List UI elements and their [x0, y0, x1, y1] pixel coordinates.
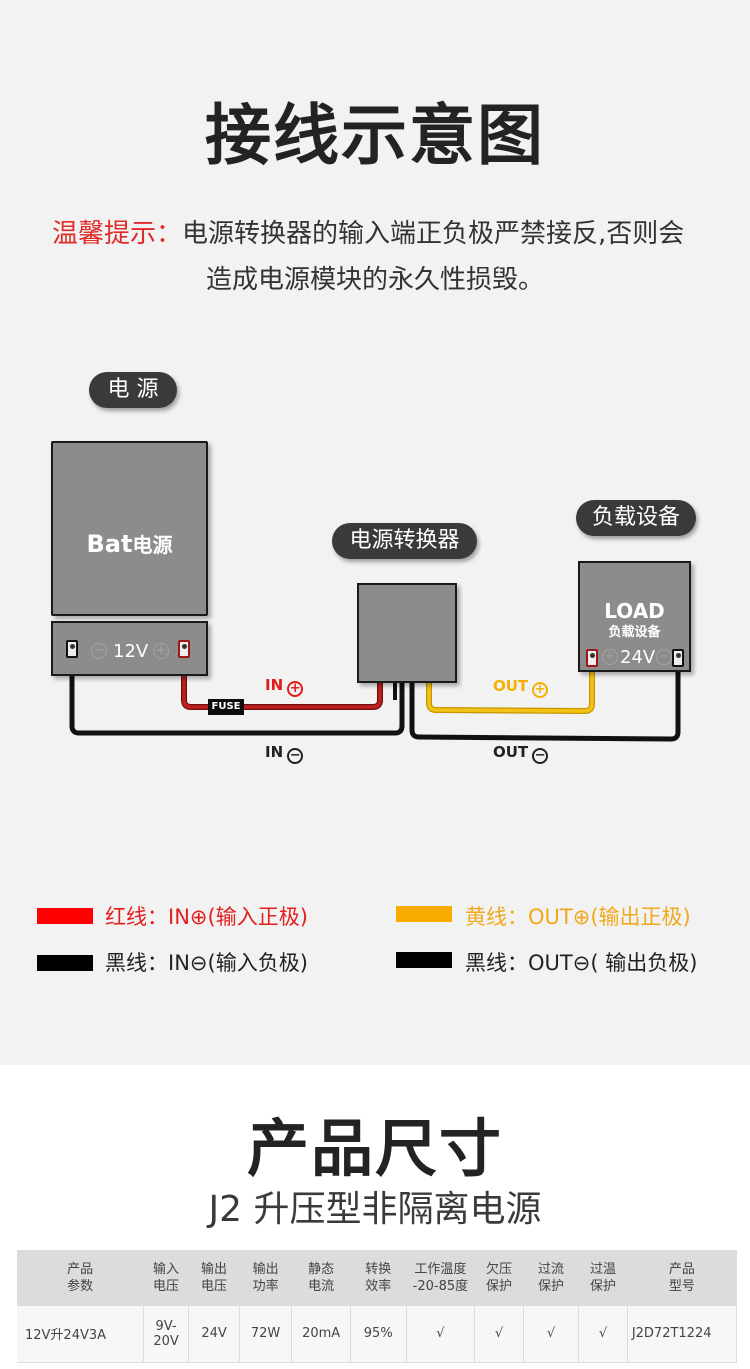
minus-circle-icon: −: [287, 748, 304, 764]
tip-text-line2: 造成电源模块的永久性损毁。: [205, 265, 544, 295]
spec-cell: 12V升24V3A: [17, 1306, 144, 1363]
spec-cell: √: [578, 1306, 628, 1363]
spec-table: 产品参数输入电压输出电压输出功率静态电流转换效率工作温度-20-85度欠压保护过…: [17, 1250, 738, 1363]
spec-cell: 24V: [188, 1306, 240, 1363]
load-label-en: LOAD: [604, 599, 665, 623]
legend-swatch-black-in: [37, 955, 93, 971]
plus-circle-icon: +: [287, 681, 304, 697]
minus-symbol-icon: −: [656, 649, 672, 665]
warning-tip: 温馨提示：电源转换器的输入端正负极严禁接反,否则会: [52, 213, 684, 250]
in-plus-label: IN+: [265, 676, 304, 697]
legend-text-black-out: 黑线：OUT⊖( 输出负极): [465, 951, 698, 975]
spec-header-cell: 静态电流: [291, 1250, 351, 1306]
spec-header-cell: 工作温度-20-85度: [406, 1250, 475, 1306]
black-out-minus-wire: [409, 664, 681, 742]
wiring-diagram: [69, 655, 681, 742]
spec-cell: 95%: [349, 1306, 407, 1363]
minus-circle-icon: −: [532, 748, 549, 764]
legend-swatch-yellow: [396, 906, 452, 922]
out-plus-label: OUT+: [493, 677, 549, 698]
spec-header-cell: 输出电压: [188, 1250, 240, 1306]
battery-voltage: 12V: [113, 641, 149, 662]
out-minus-label: OUT−: [493, 743, 549, 764]
battery-body: Bat电源: [51, 441, 208, 616]
battery-negative-terminal: [66, 640, 78, 658]
size-subtitle: J2 升压型非隔离电源: [208, 1189, 542, 1230]
plus-symbol-icon: +: [602, 649, 618, 665]
plus-circle-icon: +: [532, 682, 549, 698]
spec-header-cell: 过流保护: [523, 1250, 579, 1306]
fuse-label: FUSE: [208, 699, 244, 715]
load-voltage: 24V: [620, 647, 656, 668]
spec-header-cell: 欠压保护: [474, 1250, 524, 1306]
wiring-title: 接线示意图: [205, 97, 545, 174]
spec-cell: √: [405, 1306, 475, 1363]
load-label: 负载设备: [576, 500, 696, 536]
legend-swatch-black-out: [396, 952, 452, 968]
spec-header-cell: 输入电压: [143, 1250, 189, 1306]
minus-symbol-icon: −: [91, 643, 107, 659]
spec-header-row: 产品参数输入电压输出电压输出功率静态电流转换效率工作温度-20-85度欠压保护过…: [17, 1250, 737, 1306]
spec-header-cell: 转换效率: [350, 1250, 407, 1306]
legend-swatch-red: [37, 908, 93, 924]
tip-text-line1: 电源转换器的输入端正负极严禁接反,否则会: [182, 219, 685, 249]
spec-cell: J2D72T1224: [626, 1306, 738, 1363]
spec-header-cell: 产品型号: [627, 1250, 737, 1306]
spec-cell: 20mA: [291, 1306, 351, 1363]
spec-cell: √: [474, 1306, 524, 1363]
spec-header-cell: 过温保护: [578, 1250, 628, 1306]
load-label-cn: 负载设备: [608, 625, 661, 640]
power-source-label: 电 源: [89, 372, 177, 408]
converter-label: 电源转换器: [332, 523, 477, 559]
spec-cell: 9V-20V: [142, 1306, 189, 1363]
plus-symbol-icon: +: [153, 643, 169, 659]
load-positive-terminal: [586, 649, 598, 667]
converter-body: [357, 583, 457, 683]
legend-text-red: 红线：IN⊕(输入正极): [105, 905, 308, 929]
spec-header-cell: 输出功率: [239, 1250, 292, 1306]
spec-cell: √: [522, 1306, 579, 1363]
spec-cell: 72W: [238, 1306, 292, 1363]
battery-positive-terminal: [178, 640, 190, 658]
black-in-minus-wire: [69, 655, 405, 736]
in-minus-label: IN−: [265, 743, 304, 764]
battery-label: Bat电源: [86, 530, 173, 558]
tip-label: 温馨提示：: [52, 219, 183, 249]
load-negative-terminal: [672, 649, 684, 667]
legend-text-yellow: 黄线：OUT⊕(输出正极): [465, 905, 691, 929]
legend-text-black-in: 黑线：IN⊖(输入负极): [105, 951, 308, 975]
size-title: 产品尺寸: [246, 1112, 503, 1185]
spec-header-cell: 产品参数: [17, 1250, 144, 1306]
